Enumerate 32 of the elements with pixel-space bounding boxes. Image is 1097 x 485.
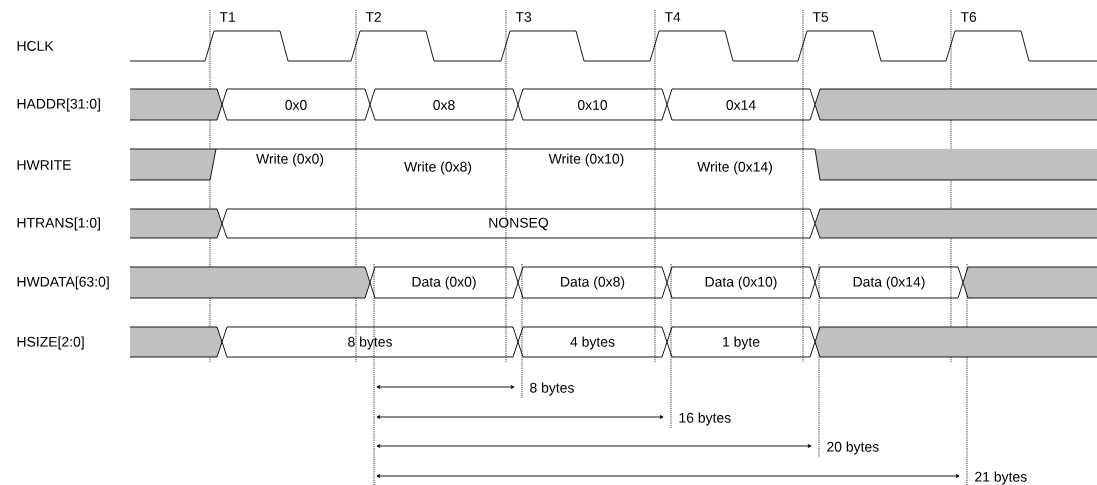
clock-edge-label: T4 [664, 12, 681, 22]
bus-value: 4 bytes [570, 336, 615, 350]
bus-value: Data (0x8) [561, 276, 625, 290]
signal-name: HSIZE[2:0] [17, 336, 84, 350]
bus-value: Write (0x8) [404, 161, 472, 175]
bus-value: Data (0x0) [412, 276, 476, 290]
signal-name: HWDATA[63:0] [17, 276, 109, 290]
bus-value: Data (0x14) [853, 276, 925, 290]
bus-value: 0x10 [577, 100, 608, 110]
bus-value: Write (0x0) [256, 153, 324, 167]
clock-edge-label: T5 [812, 12, 829, 22]
bus-value: 1 byte [723, 336, 760, 350]
signal-name: HCLK [17, 41, 54, 51]
bus-value: 0x8 [433, 100, 455, 110]
signal-name: HTRANS[1:0] [17, 217, 100, 231]
dimension-label: 21 bytes [975, 471, 1027, 485]
dimension-label: 20 bytes [827, 441, 879, 455]
bus-value: NONSEQ [489, 217, 549, 231]
bus-value: Write (0x14) [697, 161, 772, 175]
dimension-label: 8 bytes [530, 382, 574, 396]
clock-edge-label: T6 [960, 12, 977, 22]
bus-value: Write (0x10) [548, 153, 624, 167]
bus-value: 0x14 [726, 100, 756, 110]
clock-edge-label: T1 [219, 12, 236, 22]
clock-edge-label: T2 [365, 12, 382, 22]
bus-value: Data (0x10) [705, 276, 777, 290]
signal-name: HADDR[31:0] [17, 98, 100, 112]
clock-edge-label: T3 [515, 12, 532, 22]
bus-value: 0x0 [285, 100, 307, 110]
bus-value: 8 bytes [348, 336, 392, 350]
signal-name: HWRITE [17, 160, 71, 170]
dimension-label: 16 bytes [679, 412, 731, 426]
